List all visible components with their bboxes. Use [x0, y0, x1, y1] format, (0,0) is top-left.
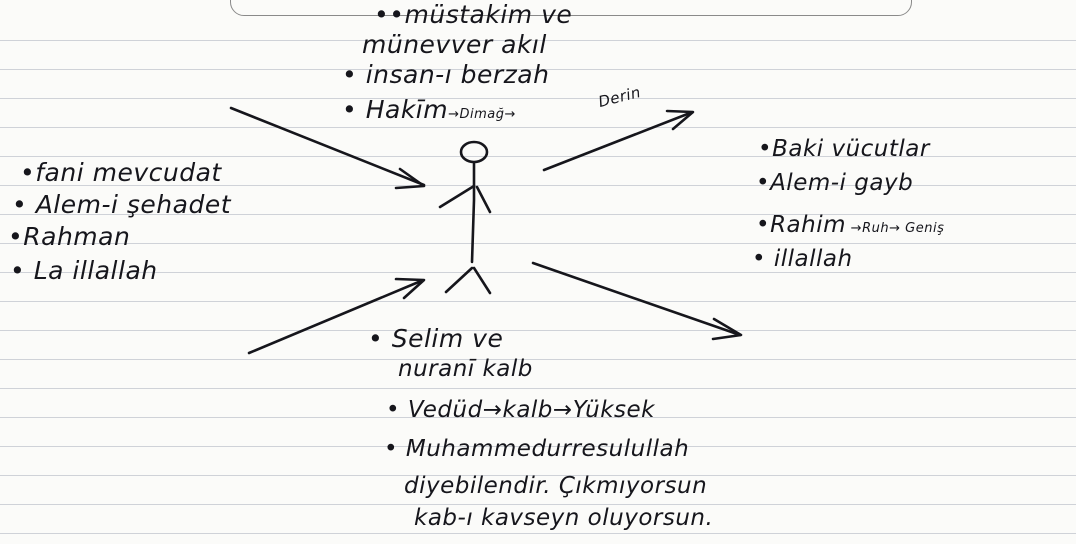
arrowhead-bottom-left — [394, 277, 426, 300]
bottom-item-2-line-2: diyebilendir. Çıkmıyorsun — [404, 473, 708, 499]
figure-right-arm — [475, 185, 492, 214]
left-title: •fani mevcudat — [20, 158, 222, 187]
figure-right-leg — [472, 266, 492, 295]
arrowhead-bottom-right — [711, 317, 743, 341]
left-item-3: • La illallah — [10, 256, 158, 285]
arrowhead-top-right — [665, 109, 695, 131]
figure-left-leg — [444, 266, 474, 294]
top-title-line-2: münevver akıl — [362, 30, 547, 59]
right-item-3: • illallah — [752, 246, 853, 272]
arrow-bottom-right — [531, 261, 742, 337]
bottom-title-line-1: • Selim ve — [368, 324, 504, 353]
bottom-item-2-line-1: • Muhammedurresulullah — [384, 436, 690, 462]
top-item-2: • Hakīm→Dimağ→ — [342, 95, 516, 124]
bottom-title-line-2: nuranī kalb — [398, 356, 533, 382]
top-title-line-1: ••müstakim ve — [374, 0, 573, 29]
arrow-top-right — [542, 111, 692, 172]
figure-body — [470, 161, 476, 264]
left-item-2: •Rahman — [8, 222, 131, 251]
top-item-1: • insan-ı berzah — [342, 60, 550, 89]
arrow-bottom-left — [247, 279, 423, 355]
figure-head — [459, 140, 489, 164]
right-item-1: •Alem-i gayb — [756, 170, 914, 196]
figure-left-arm — [438, 184, 476, 209]
right-item-2: •Rahim →Ruh→ Geniş — [756, 212, 945, 238]
arrowhead-top-left — [394, 167, 426, 190]
left-item-1: • Alem-i şehadet — [12, 190, 232, 219]
bottom-item-2-line-3: kab-ı kavseyn oluyorsun. — [414, 505, 714, 531]
bottom-item-1: • Vedüd→kalb→Yüksek — [386, 397, 655, 423]
arrow-top-left — [229, 106, 426, 187]
right-title: •Baki vücutlar — [758, 136, 930, 162]
